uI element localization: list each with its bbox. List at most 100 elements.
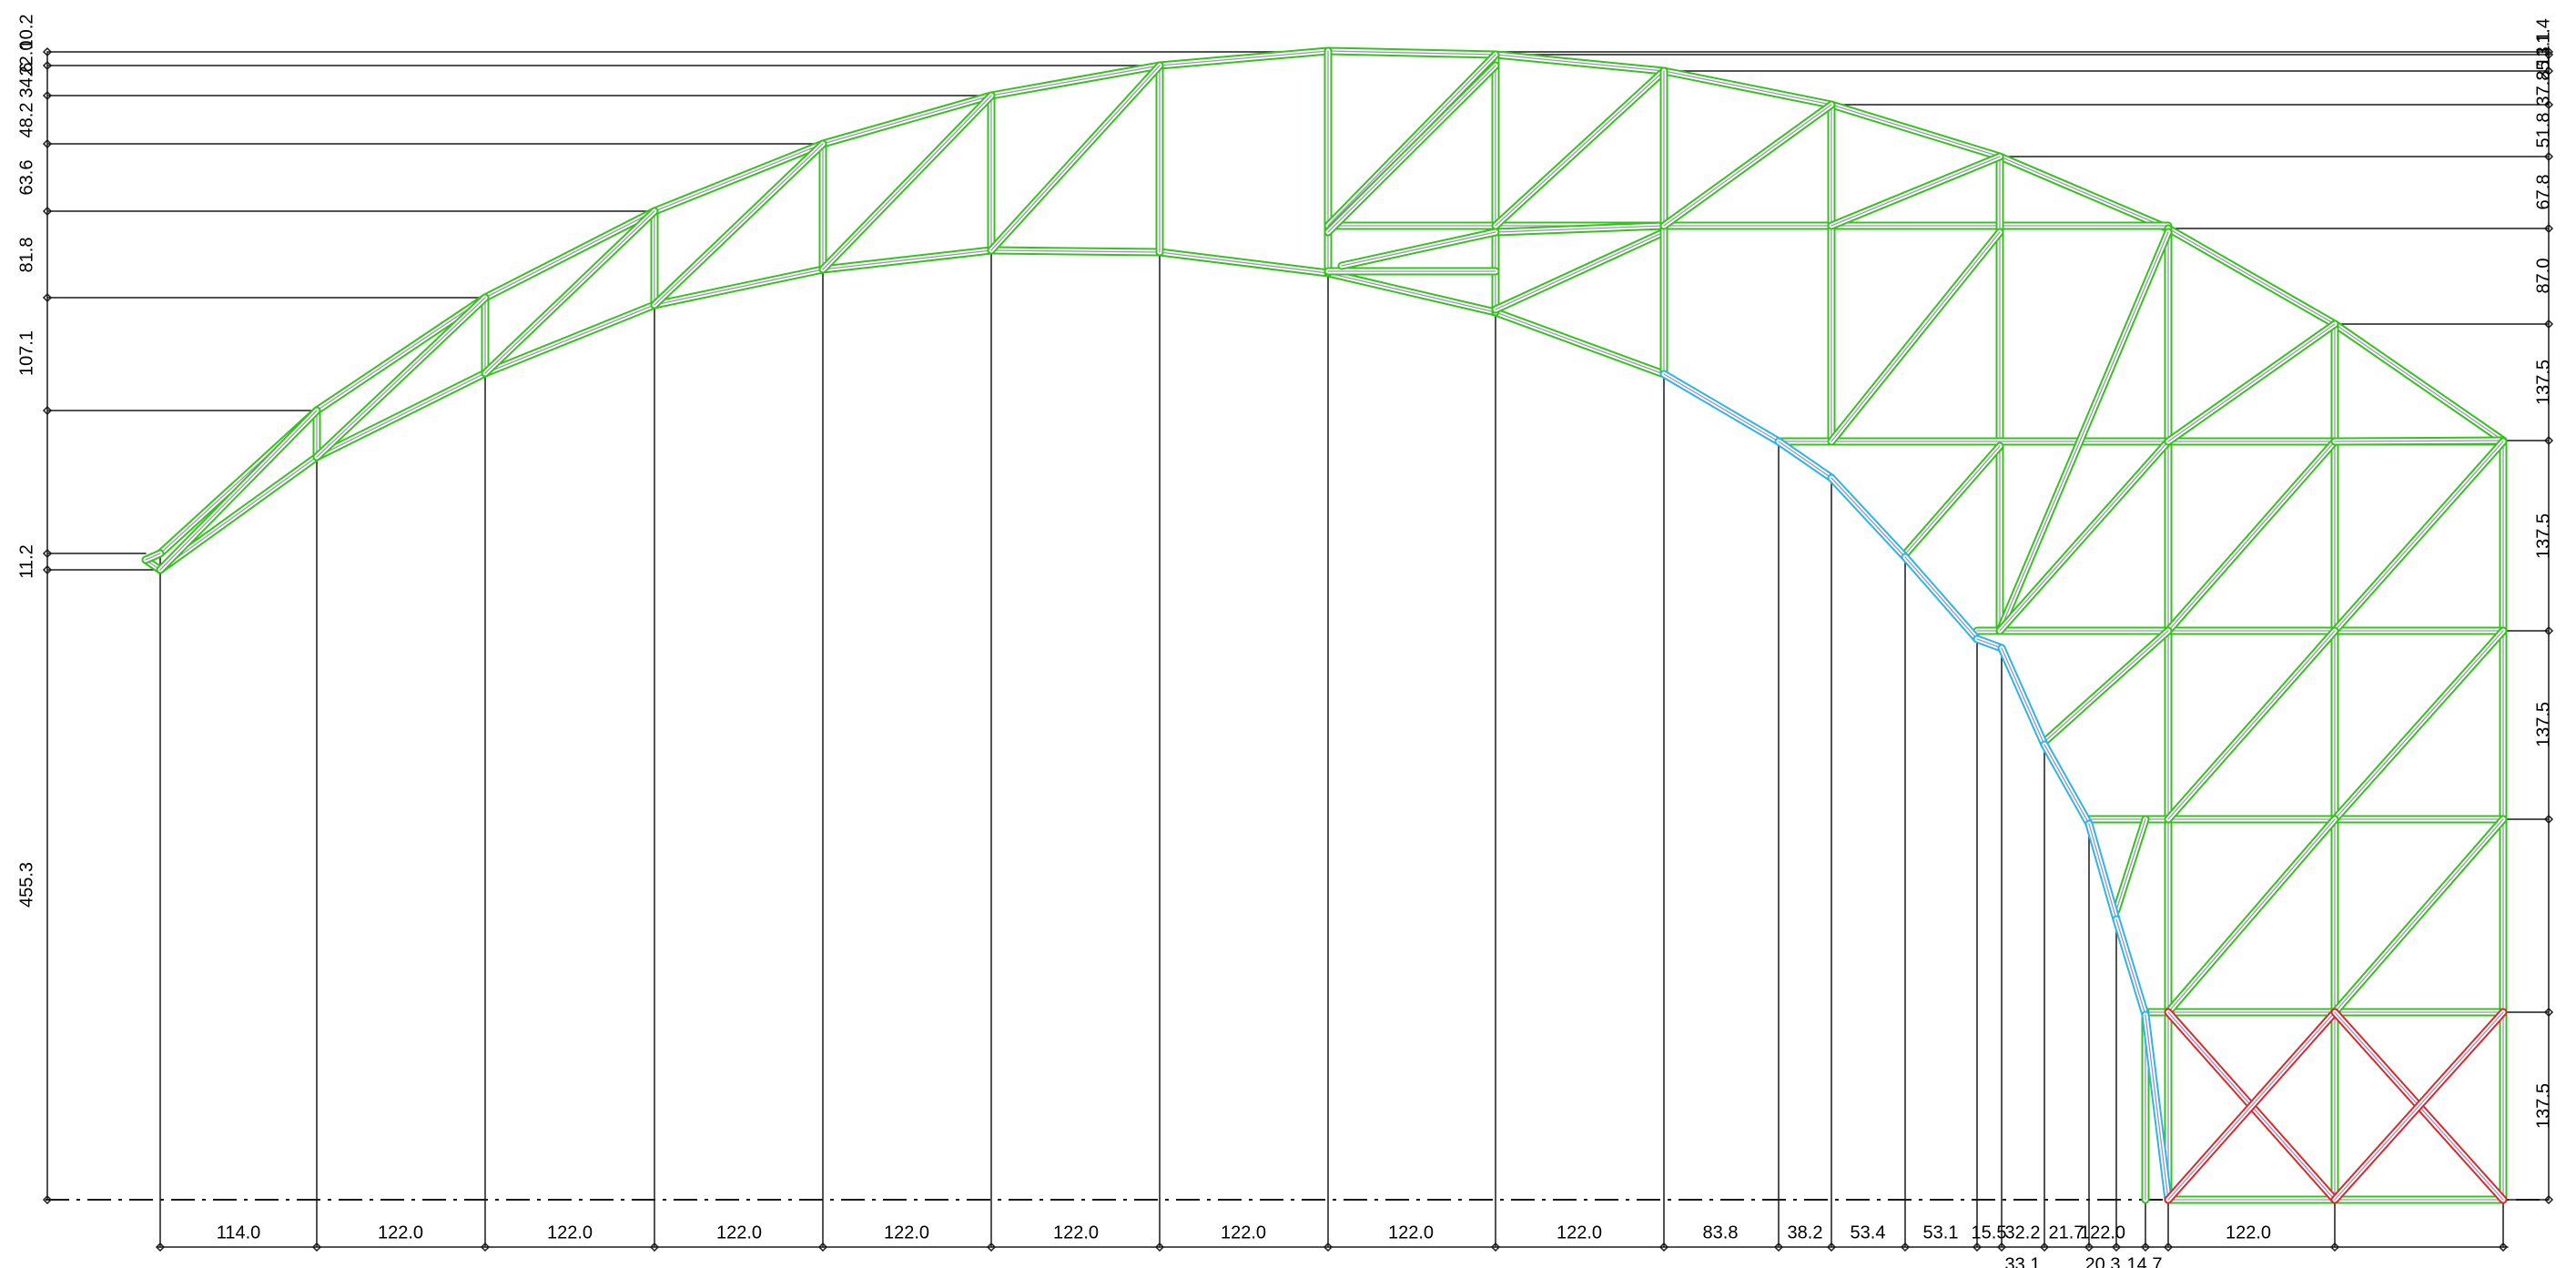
dimension-tick [480,1242,491,1253]
diagonal-member-center [1999,441,2169,632]
bottom-chord-segment-center [1327,272,1496,313]
dimension-tick [155,1242,166,1253]
diagonal-member-center [1341,231,1496,267]
diagonal-member [2330,815,2508,1017]
bottom-chord-curve-center [2145,1014,2169,1201]
diagonal-member [2330,626,2508,824]
bottom-chord-segment [156,452,321,574]
dimension-tick [986,1242,997,1253]
dimension-lines [42,46,2554,1253]
diagonal-member [1323,50,1500,230]
top-chord-segment [1155,46,1333,70]
top-chord-segment [1827,100,2004,161]
diagonal-member [1995,437,2173,635]
dimension-tick [311,1242,322,1253]
dimension-tick [2543,625,2554,636]
bottom-chord-segment-center [1159,251,1329,274]
truss-structure [141,46,2508,1204]
bottom-chord-segment [312,369,490,462]
diagonal-member-center [159,410,318,571]
top-chord-segment-center [2167,228,2336,325]
bottom-chord-curve [1659,370,1783,446]
diagonal-member [2330,437,2508,635]
dimension-label: 67.8 [2533,175,2553,210]
top-chord-segment-center [2334,323,2504,441]
top-chord-segment-center [1159,50,1329,66]
top-chord-segment [1995,152,2173,233]
top-chord-segment-center [654,143,824,212]
cross-bracing [2330,1008,2508,1204]
diagonal-member [1491,228,1668,314]
dimension-tick [2543,66,2554,76]
diagonal-member [2164,626,2339,824]
bottom-chord-segment-center [822,249,992,270]
dimension-tick [1900,1242,1911,1253]
diagonal-member-center [1327,65,1496,233]
dimension-tick [1490,1242,1501,1253]
dimension-label: 13.1 [2533,32,2553,67]
cross-bracing-center [2167,1011,2336,1201]
bottom-chord-curve-center [1778,441,1832,479]
dimension-tick [649,1242,660,1253]
top-chord-segment-center [316,297,486,411]
dimension-label: 137.5 [2533,702,2553,747]
diagonal-member-center [2044,630,2169,743]
top-chord-segment [481,207,659,302]
dimension-tick [2543,1194,2554,1205]
dimension-label: 63.6 [16,160,36,196]
dimension-label: 122.0 [2226,1222,2271,1243]
bottom-chord-curve-center [2088,823,2117,920]
bottom-chord-segment [1491,308,1668,379]
left-tip-cap-center [145,553,161,561]
top-chord-segment [312,293,490,415]
bottom-chord-curve-center [1663,373,1780,442]
top-chord-segment [1323,46,1500,59]
diagonal-member-center [2167,630,2336,820]
bottom-chord-curve [1774,437,1836,482]
bottom-chord-segment-center [484,304,655,374]
bottom-chord-curve [2112,915,2150,1019]
diagonal-member [987,61,1164,255]
dimension-tick [2543,435,2554,446]
dimension-label: 14.7 [2127,1254,2163,1268]
top-chord-segment [987,61,1164,100]
dimension-tick [2543,319,2554,330]
diagonal-member-center [1495,225,1665,233]
top-chord-segment-center [1327,50,1496,56]
dimension-label: 48.2 [16,103,36,138]
dimension-tick [1826,1242,1837,1253]
dimension-label: 11.2 [16,544,36,578]
bottom-chord-curve [1997,644,2049,749]
dimension-tick [2498,1242,2509,1253]
dimension-tick [2329,1242,2340,1253]
top-chord-segment-center [1831,104,2001,157]
dimension-tick [42,46,53,57]
bottom-chord-segment [1323,269,1500,317]
dimension-label: 122.0 [378,1222,423,1243]
dimension-label: 122.0 [716,1222,762,1243]
diagonal-member-center [2334,441,2504,632]
diagonal-member-center [1999,231,2169,632]
dimension-label: 37.8 [2533,71,2553,107]
dimension-tick [42,206,53,217]
dimension-tick [817,1242,828,1253]
bottom-chord-segment [481,300,659,378]
diagonal-member-center [2167,323,2336,442]
dimension-label: 122.0 [547,1222,593,1243]
dimension-tick [42,90,53,101]
top-chord-segment [818,91,996,148]
diagonal-member [2040,626,2173,746]
dimension-label: 137.5 [2533,360,2553,405]
bottom-chord-curve [2084,819,2121,924]
bottom-chord-segment [818,246,996,274]
diagonal-member [2112,815,2150,915]
diagonal-member [818,91,996,274]
diagonal-member-center [1831,231,2001,442]
top-chord-segment [1659,66,1836,109]
diagonal-member [2164,815,2339,1017]
dimension-label: 83.8 [1703,1222,1739,1243]
dimension-label: 122.0 [884,1222,929,1243]
dimension-tick [42,1194,53,1205]
diagonal-member-center [822,95,992,270]
